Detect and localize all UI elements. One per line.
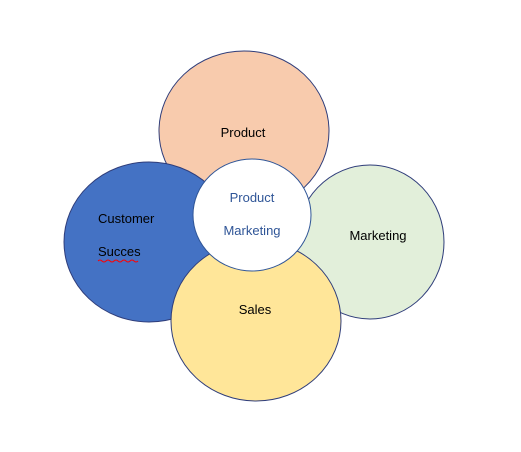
center-label-line2: Marketing	[223, 223, 280, 238]
marketing-label: Marketing	[349, 228, 406, 243]
product-label: Product	[221, 125, 266, 140]
product-marketing-center-circle	[192, 158, 312, 272]
sales-label: Sales	[239, 302, 272, 317]
customer-success-label-line1: Customer	[98, 211, 155, 226]
center-label-line1: Product	[230, 190, 275, 205]
spellcheck-squiggle	[97, 259, 139, 263]
customer-success-label-line2: Succes	[98, 244, 141, 259]
